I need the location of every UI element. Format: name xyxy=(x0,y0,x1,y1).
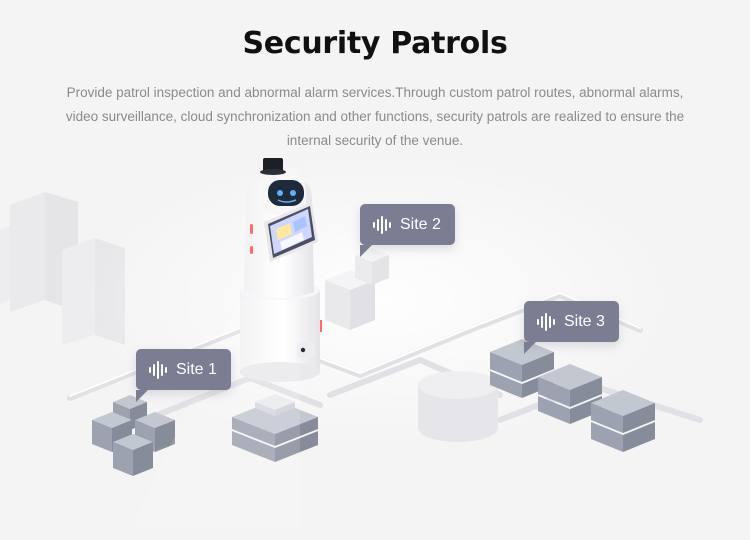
site-badge-1: Site 1 xyxy=(136,349,231,402)
site3-blocks xyxy=(490,339,655,452)
voice-wave-icon xyxy=(373,215,391,234)
site2-cubes xyxy=(325,248,389,330)
site-badge-2: Site 2 xyxy=(360,204,455,257)
site-badge-3: Site 3 xyxy=(524,301,619,354)
page-description: Provide patrol inspection and abnormal a… xyxy=(65,85,685,148)
cylinder xyxy=(418,371,498,442)
voice-wave-icon xyxy=(149,360,167,379)
voice-wave-icon xyxy=(537,312,555,331)
site1-slab xyxy=(232,394,318,462)
site-label: Site 2 xyxy=(400,215,441,233)
page-title: Security Patrols xyxy=(242,26,508,61)
patrol-robot xyxy=(240,158,322,382)
site1-blocks xyxy=(92,395,175,476)
site-label: Site 3 xyxy=(564,312,605,330)
site-label: Site 1 xyxy=(176,360,217,378)
